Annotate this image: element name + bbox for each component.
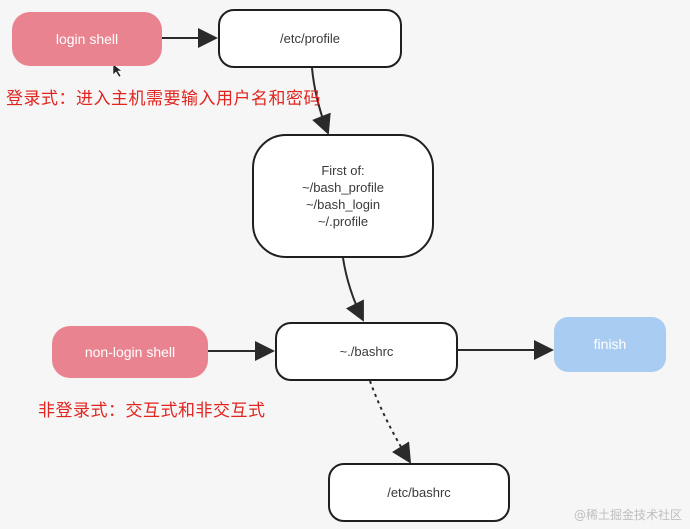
arrow-profile-to-firstof — [311, 67, 331, 135]
login-note: 登录式：进入主机需要输入用户名和密码 — [6, 89, 321, 109]
mouse-cursor-icon — [112, 63, 123, 78]
first-of-heading: First of: — [321, 163, 365, 178]
first-of-item: ~/.profile — [317, 214, 369, 229]
non-login-shell-node: non-login shell — [52, 326, 208, 378]
finish-label: finish — [593, 336, 627, 352]
arrow-firstof-to-bashrc — [342, 257, 364, 322]
bashrc-node: ~./bashrc — [275, 322, 458, 381]
etc-bashrc-label: /etc/bashrc — [387, 485, 451, 500]
non-login-note: 非登录式：交互式和非交互式 — [38, 401, 266, 421]
etc-bashrc-node: /etc/bashrc — [328, 463, 510, 522]
arrow-bashrc-to-etcbashrc — [369, 380, 412, 464]
bashrc-label: ~./bashrc — [339, 344, 394, 359]
watermark: @稀土掘金技术社区 — [573, 508, 682, 522]
finish-node: finish — [554, 317, 666, 372]
etc-profile-node: /etc/profile — [218, 9, 402, 68]
non-login-shell-label: non-login shell — [84, 343, 176, 360]
first-of-item: ~/bash_profile — [301, 180, 385, 195]
first-of-node: First of: ~/bash_profile ~/bash_login ~/… — [252, 134, 434, 258]
first-of-item: ~/bash_login — [305, 197, 381, 212]
login-shell-label: login shell — [55, 30, 119, 47]
login-shell-node: login shell — [12, 12, 162, 66]
etc-profile-label: /etc/profile — [280, 31, 340, 46]
